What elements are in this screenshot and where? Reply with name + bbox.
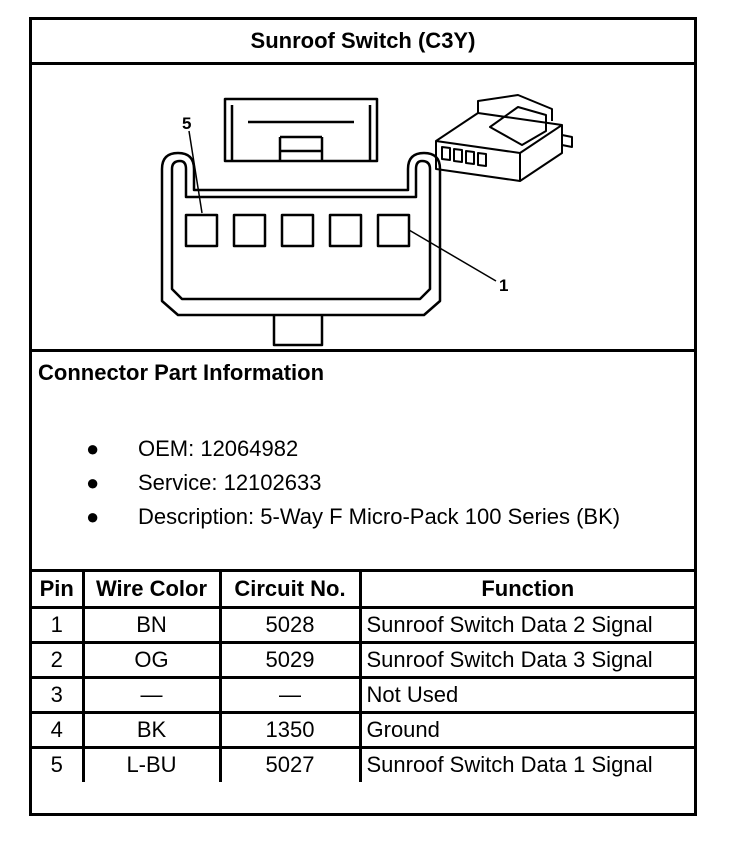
pin-label-1: 1 (499, 276, 508, 295)
cell-circuit: 5028 (218, 605, 362, 644)
page-title: Sunroof Switch (C3Y) (32, 20, 694, 65)
bullet-icon: ● (86, 504, 100, 529)
cell-function: Ground (358, 710, 694, 749)
pin-cavity-5 (184, 213, 219, 248)
cell-circuit: 5027 (218, 745, 362, 782)
connector-drawing: 5 1 (160, 94, 573, 347)
table-row: 2 OG 5029 Sunroof Switch Data 3 Signal (32, 640, 694, 679)
connector-diagram: 5 1 (32, 65, 694, 352)
cell-circuit: 1350 (218, 710, 362, 749)
cell-wire-color: OG (81, 640, 222, 679)
cell-circuit: — (218, 675, 362, 714)
connector-latch (223, 97, 379, 163)
connector-sheet: Sunroof Switch (C3Y) (29, 17, 697, 816)
connector-isometric-icon (435, 94, 573, 182)
cell-pin: 1 (32, 605, 85, 644)
info-heading: Connector Part Information (38, 360, 325, 385)
cell-circuit: 5029 (218, 640, 362, 679)
table-row: 5 L-BU 5027 Sunroof Switch Data 1 Signal (32, 745, 694, 782)
cell-pin: 5 (32, 745, 85, 782)
connector-key (272, 315, 324, 347)
connector-part-info: Connector Part Information ● OEM: 120649… (32, 352, 694, 572)
bullet-icon: ● (86, 436, 100, 461)
table-row: 1 BN 5028 Sunroof Switch Data 2 Signal (32, 605, 694, 644)
bullet-icon: ● (86, 470, 100, 495)
oem-part-number: OEM: 12064982 (138, 436, 299, 461)
pin-cavity-1 (376, 213, 411, 248)
cell-pin: 2 (32, 640, 85, 679)
cell-function: Sunroof Switch Data 2 Signal (358, 605, 694, 644)
cell-wire-color: BN (81, 605, 222, 644)
service-part-number: Service: 12102633 (138, 470, 322, 495)
cell-wire-color: L-BU (81, 745, 222, 782)
cell-wire-color: BK (81, 710, 222, 749)
cell-function: Sunroof Switch Data 3 Signal (358, 640, 694, 679)
table-row: 4 BK 1350 Ground (32, 710, 694, 749)
cell-function: Sunroof Switch Data 1 Signal (358, 745, 694, 782)
cell-function: Not Used (358, 675, 694, 714)
header-circuit-no: Circuit No. (218, 572, 362, 609)
pin-table: Pin Wire Color Circuit No. Function 1 BN… (32, 572, 694, 782)
table-header-row: Pin Wire Color Circuit No. Function (32, 572, 694, 609)
pin-cavity-3 (280, 213, 315, 248)
connector-body (160, 151, 442, 317)
cell-wire-color: — (81, 675, 222, 714)
pin-label-5: 5 (182, 114, 191, 133)
table-row: 3 — — Not Used (32, 675, 694, 714)
cell-pin: 4 (32, 710, 85, 749)
cell-pin: 3 (32, 675, 85, 714)
header-function: Function (358, 572, 694, 609)
header-pin: Pin (32, 572, 85, 609)
header-wire-color: Wire Color (81, 572, 222, 609)
pin-cavity-4 (232, 213, 267, 248)
pin-cavity-2 (328, 213, 363, 248)
connector-description: Description: 5-Way F Micro-Pack 100 Seri… (138, 504, 621, 529)
